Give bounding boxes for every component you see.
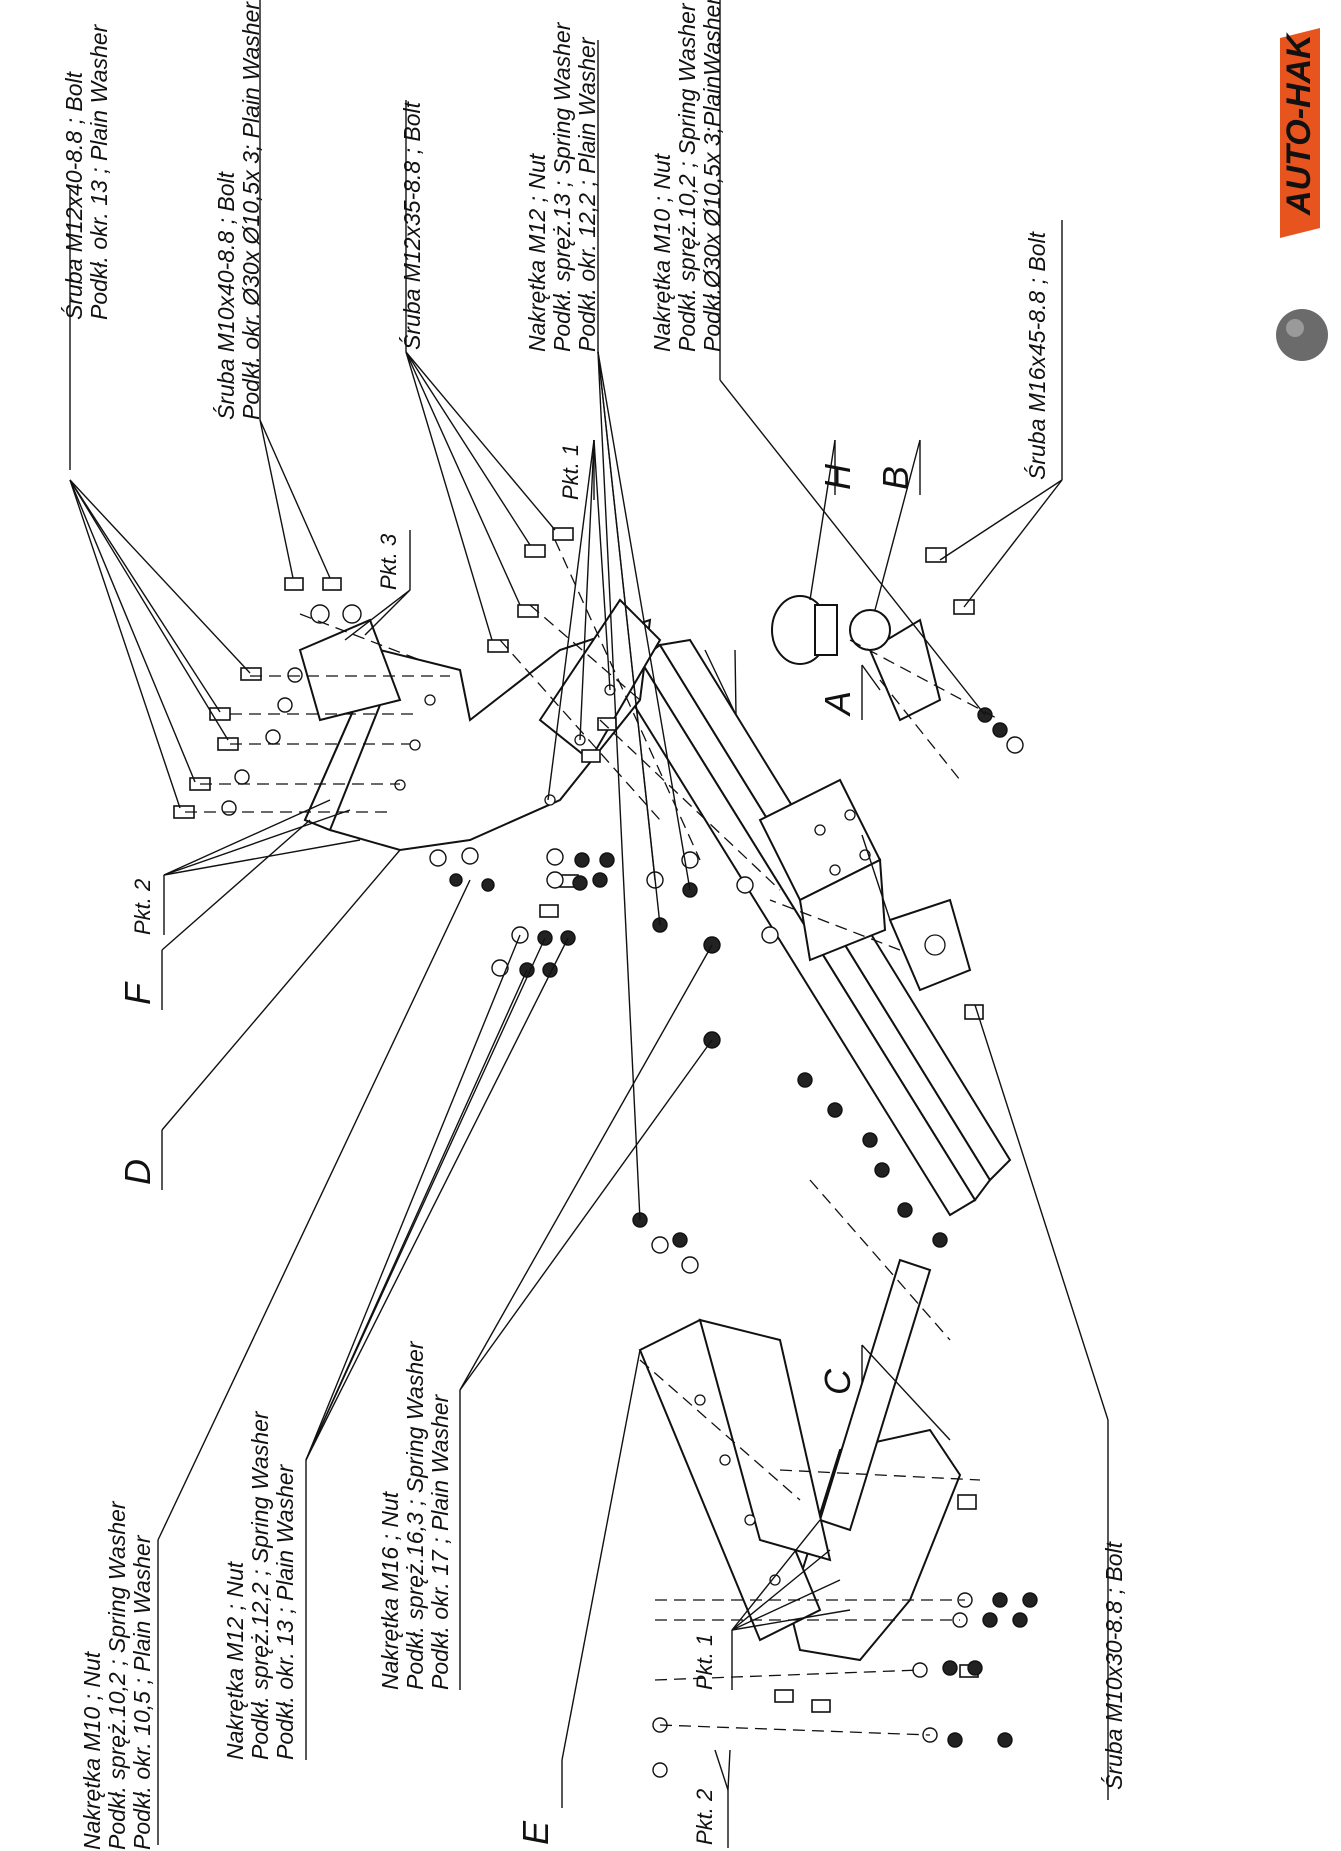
bolt-group-top: [173, 527, 975, 819]
callout-bolt-m10x40-line1: Śruba M10x40-8.8 ; Bolt: [212, 170, 239, 420]
part-letter-b: B: [875, 466, 916, 490]
callout-nut-m10-bottom-line3: Podkł. okr. 10,5 ; Plain Washer: [129, 1534, 155, 1850]
part-f-plate: [298, 618, 402, 722]
callout-nut-m10-line1: Nakrętka M10 ; Nut: [649, 152, 675, 352]
callout-nut-m12-line1: Nakrętka M12 ; Nut: [524, 152, 550, 352]
pkt-2-bottom: Pkt. 2: [692, 1789, 717, 1845]
part-g-socket-plate: [888, 898, 972, 992]
part-a-main-beam: [597, 638, 1012, 1217]
part-letter-d: D: [117, 1159, 158, 1185]
part-c-side-bracket: [788, 1258, 962, 1662]
callout-nut-m12-bottom-line1: Nakrętka M12 ; Nut: [222, 1560, 248, 1760]
part-letter-a: A: [817, 691, 858, 717]
callout-nut-m10-line2: Podkł. spręż.10,2 ; Spring Washer: [674, 2, 700, 352]
brand-logo: AUTO-HAK: [1276, 28, 1328, 361]
callout-nut-m12-bottom-line2: Podkł. spręż.12,2 ; Spring Washer: [247, 1410, 273, 1760]
callout-bolt-m16x45: Śruba M16x45-8.8 ; Bolt: [1023, 230, 1050, 480]
callout-nut-m16-bottom-line3: Podkł. okr. 17 ; Plain Washer: [427, 1393, 453, 1690]
pkt-1-bottom: Pkt. 1: [692, 1634, 717, 1690]
callout-nut-m10-bottom-line2: Podkł. spręż.10,2 ; Spring Washer: [104, 1500, 130, 1850]
part-letter-c: C: [817, 1368, 858, 1395]
callout-bolt-m12x35: Śruba M12x35-8.8 ; Bolt: [398, 100, 425, 350]
nut-washer-groups: [221, 604, 1038, 1778]
part-letter-e: E: [515, 1820, 556, 1845]
callout-bolt-m12x40-line2: Podkł. okr. 13 ; Plain Washer: [86, 23, 112, 320]
pkt-1-top: Pkt. 1: [558, 444, 583, 500]
part-letter-f: F: [117, 981, 158, 1005]
part-letter-h: H: [817, 463, 858, 490]
callout-nut-m10-bottom-line1: Nakrętka M10 ; Nut: [79, 1650, 105, 1850]
logo-dot: [1276, 309, 1328, 361]
callout-nut-m12-line2: Podkł. spręż.13 ; Spring Washer: [549, 21, 575, 352]
leader-lines: [69, 351, 1109, 1791]
part-b-tow-ball: [849, 609, 942, 722]
callout-nut-m16-bottom-line2: Podkł. spręż.16,3 ; Spring Washer: [402, 1340, 428, 1690]
logo-text: AUTO-HAK: [1280, 32, 1318, 216]
callout-nut-m10-line3: Podkł.Ø30x Ø10,5x 3;PlainWasher: [699, 0, 725, 352]
part-h-ball-cap: [771, 595, 838, 665]
part-e-plate: [638, 1318, 832, 1642]
callout-nut-m12-bottom-line3: Podkł. okr. 13 ; Plain Washer: [272, 1463, 298, 1760]
pkt-2-top: Pkt. 2: [130, 879, 155, 935]
callout-bolt-m12x40-line1: Śruba M12x40-8.8 ; Bolt: [60, 70, 87, 320]
callout-bolt-m10x30-bottom: Śruba M10x30-8.8 ; Bolt: [1100, 1540, 1127, 1790]
pkt-3-top: Pkt. 3: [376, 533, 401, 590]
assembly-axes: [185, 539, 1001, 1736]
callout-nut-m12-line3: Podkł. okr. 12,2 ; Plain Washer: [574, 36, 600, 352]
callout-nut-m16-bottom-line1: Nakrętka M16 ; Nut: [377, 1490, 403, 1690]
